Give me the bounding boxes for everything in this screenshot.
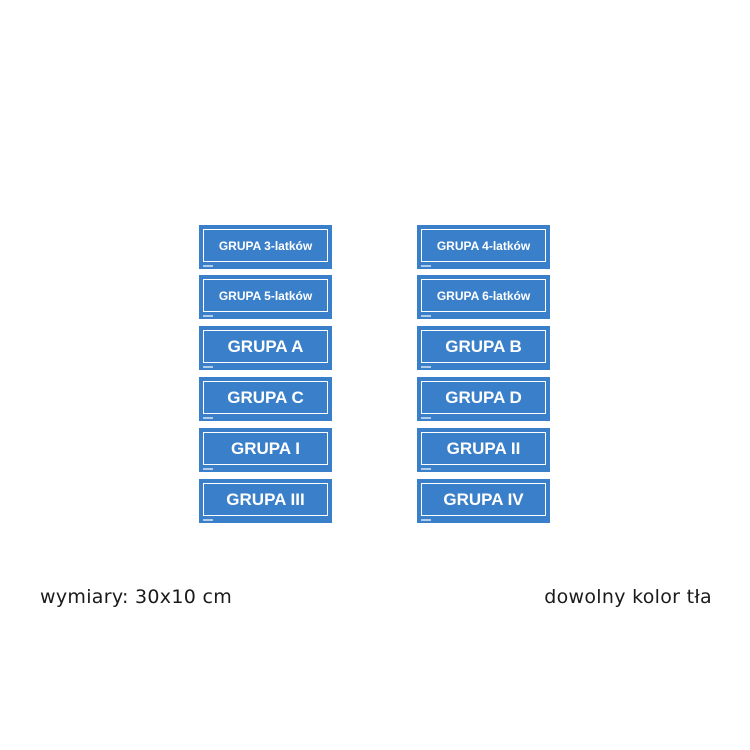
sign-grupa-b: GRUPA B xyxy=(417,326,550,370)
sign-label: GRUPA C xyxy=(227,387,304,407)
sign-label: GRUPA II xyxy=(446,438,521,458)
sign-label: GRUPA 5-latków xyxy=(218,288,313,303)
sign-grupa-5-latkow: GRUPA 5-latków xyxy=(199,275,332,319)
sign-mark xyxy=(203,417,213,419)
sign-border: GRUPA C xyxy=(203,381,328,414)
sign-grupa-ii: GRUPA II xyxy=(417,428,550,472)
sign-border: GRUPA 6-latków xyxy=(421,279,546,312)
sign-mark xyxy=(203,519,213,521)
sign-grupa-d: GRUPA D xyxy=(417,377,550,421)
sign-grupa-c: GRUPA C xyxy=(199,377,332,421)
sign-mark xyxy=(203,366,213,368)
sign-mark xyxy=(421,315,431,317)
sign-border: GRUPA A xyxy=(203,330,328,363)
sign-border: GRUPA II xyxy=(421,432,546,465)
sign-border: GRUPA B xyxy=(421,330,546,363)
sign-mark xyxy=(203,265,213,267)
sign-border: GRUPA 5-latków xyxy=(203,279,328,312)
sign-label: GRUPA A xyxy=(227,336,304,356)
sign-border: GRUPA III xyxy=(203,483,328,516)
sign-border: GRUPA IV xyxy=(421,483,546,516)
sign-mark xyxy=(421,468,431,470)
sign-label: GRUPA IV xyxy=(443,489,524,509)
sign-grupa-a: GRUPA A xyxy=(199,326,332,370)
sign-label: GRUPA 4-latków xyxy=(436,238,531,253)
sign-border: GRUPA D xyxy=(421,381,546,414)
sign-grupa-3-latkow: GRUPA 3-latków xyxy=(199,225,332,269)
sign-label: GRUPA III xyxy=(226,489,305,509)
sign-grupa-4-latkow: GRUPA 4-latków xyxy=(417,225,550,269)
dimensions-caption: wymiary: 30x10 cm xyxy=(40,586,233,608)
sign-label: GRUPA 6-latków xyxy=(436,288,531,303)
sign-label: GRUPA B xyxy=(445,336,522,356)
background-color-caption: dowolny kolor tła xyxy=(544,586,712,608)
sign-label: GRUPA I xyxy=(231,438,300,458)
sign-label: GRUPA D xyxy=(445,387,522,407)
sign-mark xyxy=(421,366,431,368)
sign-grupa-6-latkow: GRUPA 6-latków xyxy=(417,275,550,319)
sign-grupa-iii: GRUPA III xyxy=(199,479,332,523)
sign-label: GRUPA 3-latków xyxy=(218,238,313,253)
sign-border: GRUPA I xyxy=(203,432,328,465)
sign-mark xyxy=(203,315,213,317)
sign-mark xyxy=(421,519,431,521)
sign-mark xyxy=(421,265,431,267)
sign-grupa-iv: GRUPA IV xyxy=(417,479,550,523)
sign-border: GRUPA 3-latków xyxy=(203,229,328,262)
sign-mark xyxy=(421,417,431,419)
sign-grupa-i: GRUPA I xyxy=(199,428,332,472)
sign-border: GRUPA 4-latków xyxy=(421,229,546,262)
sign-mark xyxy=(203,468,213,470)
